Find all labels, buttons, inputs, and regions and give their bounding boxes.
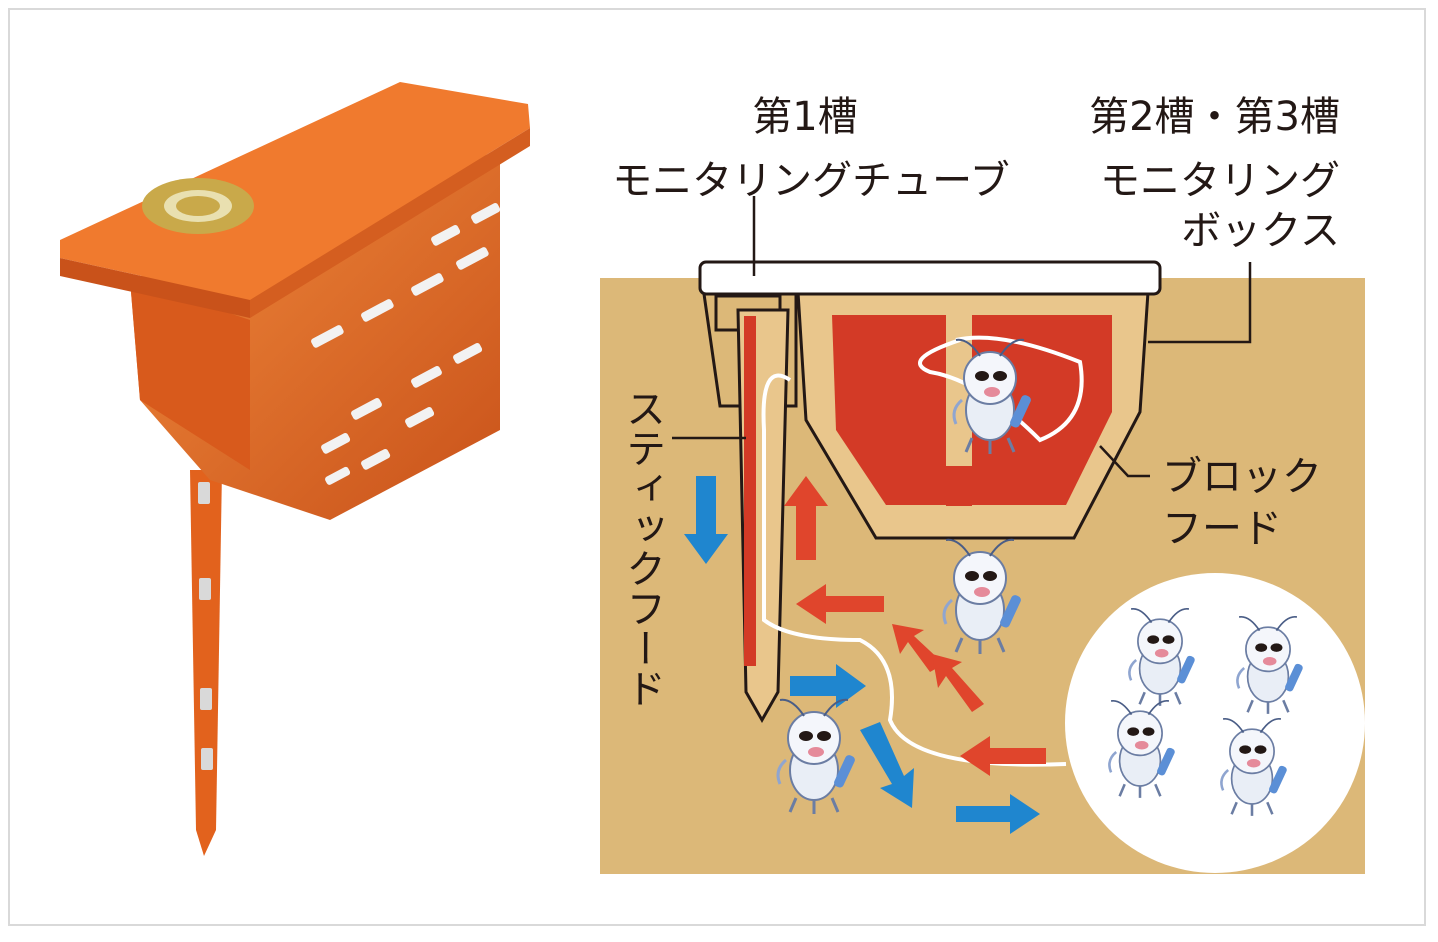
monitoring-device-illustration bbox=[60, 82, 530, 856]
termite-colony-circle bbox=[1065, 573, 1365, 873]
leader-lines bbox=[672, 196, 1252, 478]
stick-hood-label: スティックフード bbox=[619, 388, 665, 708]
tank23-name-line2: ボックス bbox=[1181, 208, 1340, 254]
tank23-name-line1: モニタリング bbox=[1100, 158, 1340, 204]
tank1-title: 第1槽 bbox=[752, 94, 858, 140]
tank1-name: モニタリングチューブ bbox=[612, 158, 1010, 204]
block-hood-label-line2: フード bbox=[1162, 506, 1282, 552]
cross-section-diagram bbox=[600, 196, 1365, 874]
box-lid bbox=[698, 260, 1162, 296]
block-hood-label-line1: ブロック bbox=[1162, 454, 1322, 500]
tank23-title: 第2槽・第3槽 bbox=[1089, 94, 1340, 140]
stick-hood-product bbox=[190, 470, 222, 856]
